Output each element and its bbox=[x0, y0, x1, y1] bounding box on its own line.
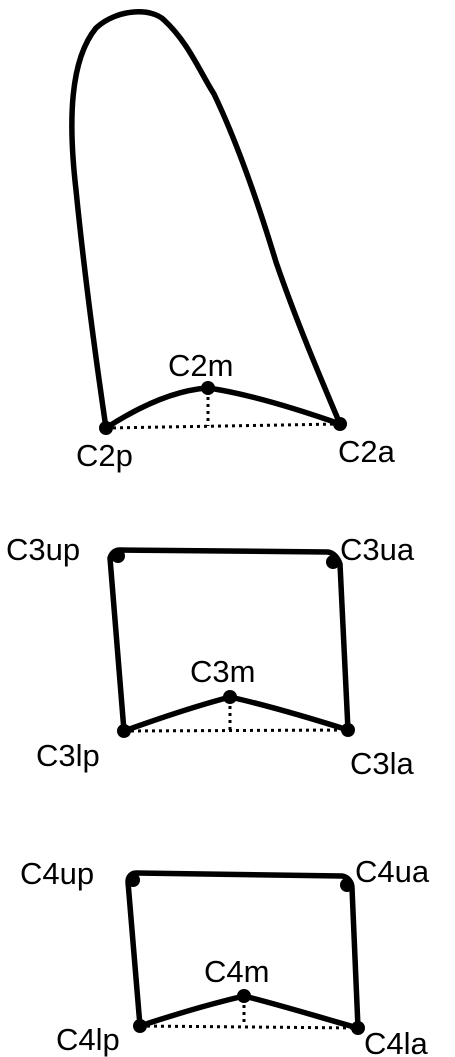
c3ua-label: C3ua bbox=[340, 532, 415, 567]
c2m-label: C2m bbox=[168, 348, 233, 383]
c3la-label: C3la bbox=[350, 746, 415, 781]
c2a-point bbox=[333, 417, 347, 431]
c4-vertebra: C4up C4ua C4m C4lp C4la bbox=[20, 854, 430, 1057]
c3lp-point bbox=[117, 724, 131, 738]
c2p-label: C2p bbox=[76, 438, 133, 473]
c4m-label: C4m bbox=[204, 954, 269, 989]
c3-inferior-endplate bbox=[121, 694, 351, 734]
c4la-label: C4la bbox=[364, 1026, 429, 1057]
c2a-label: C2a bbox=[338, 434, 396, 469]
c3ua-point bbox=[326, 555, 340, 569]
c3up-label: C3up bbox=[6, 532, 80, 567]
c3up-point bbox=[111, 549, 125, 563]
c4-outline bbox=[125, 870, 361, 1031]
c3m-label: C3m bbox=[190, 654, 255, 689]
c4lp-label: C4lp bbox=[56, 1022, 120, 1057]
c4ua-label: C4ua bbox=[355, 854, 430, 889]
c3m-point bbox=[223, 690, 237, 704]
c4ua-point bbox=[340, 878, 354, 892]
c2m-point bbox=[201, 381, 215, 395]
c3la-point bbox=[341, 723, 355, 737]
c2-vertebra: C2m C2p C2a bbox=[69, 9, 396, 473]
c4up-label: C4up bbox=[20, 856, 94, 891]
c2-inferior-endplate bbox=[103, 385, 343, 431]
c4la-point bbox=[351, 1021, 365, 1035]
c4lp-point bbox=[133, 1019, 147, 1033]
c4up-point bbox=[126, 873, 140, 887]
c2p-point bbox=[99, 421, 113, 435]
c2-outline bbox=[69, 9, 343, 431]
c2-baseline-dashed bbox=[105, 422, 341, 430]
c3-vertebra: C3up C3ua C3m C3lp C3la bbox=[6, 532, 415, 781]
c4m-point bbox=[237, 989, 251, 1003]
c3lp-label: C3lp bbox=[36, 738, 100, 773]
c4-baseline-dashed bbox=[139, 1024, 359, 1030]
c3-baseline-dashed bbox=[123, 728, 349, 733]
